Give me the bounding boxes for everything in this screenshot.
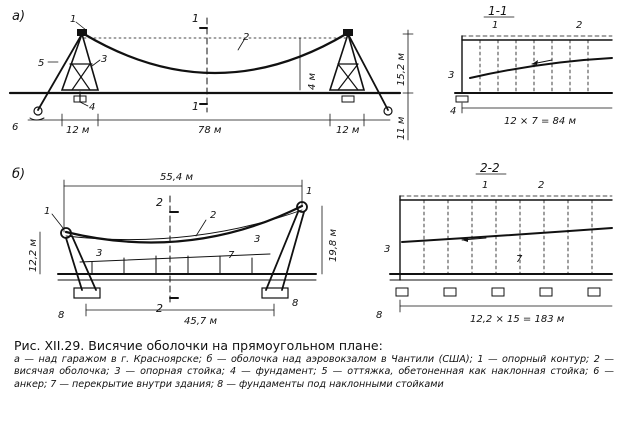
callout-b-8-right: 8 (292, 298, 298, 309)
section-mark-1-top: 1 (192, 12, 199, 25)
panel-a-elevation: а) (8, 9, 414, 141)
anchor (33, 106, 43, 116)
dim-span-78m: 78 м (198, 125, 222, 136)
callout-s2-3: 3 (384, 244, 390, 255)
dim-right-12m: 12 м (336, 125, 360, 136)
dim-height: 15,2 м (396, 53, 407, 86)
callout-a-1: 1 (70, 14, 76, 25)
dim-depth: 11 м (396, 116, 407, 140)
callout-s2-2: 2 (538, 180, 544, 191)
callout-a-3: 3 (101, 54, 107, 65)
callout-b-2: 2 (210, 210, 216, 221)
section-mark-1-bottom: 1 (192, 100, 199, 113)
foundation-right (261, 287, 289, 299)
callout-b-3-left: 3 (96, 248, 102, 259)
callout-s1-1: 1 (492, 20, 498, 31)
callout-b-8-left: 8 (58, 310, 64, 321)
caption-legend: а — над гаражом в г. Красноярске; б — об… (14, 354, 614, 390)
panel-b-elevation: б) 55,4 м 12,2 м 19,8 м (12, 167, 339, 327)
callout-a-4: 4 (89, 102, 95, 113)
panel-a-label: а) (12, 9, 25, 24)
dim-left-12m: 12 м (66, 125, 90, 136)
dim-right-h: 19,8 м (328, 229, 339, 262)
callout-a-6: 6 (12, 122, 18, 133)
dim-bottom-45m: 45,7 м (184, 316, 217, 327)
dim-sag: 4 м (307, 72, 318, 90)
left-support (29, 29, 100, 121)
caption-title: Рис. XII.29. Висячие оболочки на прямоуг… (14, 338, 383, 353)
callout-s1-3: 3 (448, 70, 454, 81)
dim-top-55m: 55,4 м (160, 172, 193, 183)
figure-caption: Рис. XII.29. Висячие оболочки на прямоуг… (14, 338, 614, 391)
support-contour-node (77, 29, 87, 36)
right-support (328, 29, 393, 116)
callout-s1-4: 4 (450, 106, 456, 117)
structural-diagram: а) (8, 4, 613, 327)
hanging-shell-curve (82, 32, 348, 75)
section-2-2: 2-2 12,2 × 15 = 183 м 1 (376, 161, 613, 325)
section-1-1-dim: 12 × 7 = 84 м (504, 116, 576, 127)
callout-s1-2: 2 (576, 20, 582, 31)
section-1-1-title: 1-1 (488, 4, 508, 18)
callout-s2-1: 1 (482, 180, 488, 191)
callout-b-1-right: 1 (306, 186, 312, 197)
callout-b-3-right: 3 (254, 234, 260, 245)
callout-b-7: 7 (228, 250, 235, 261)
callout-a-5: 5 (38, 58, 44, 69)
callout-s2-8: 8 (376, 310, 382, 321)
section-mark-2-bottom: 2 (156, 302, 163, 315)
callout-a-2: 2 (243, 32, 249, 43)
section-mark-2-top: 2 (156, 196, 163, 209)
dim-left-h: 12,2 м (28, 239, 39, 272)
hanging-shell-curve-b (64, 204, 304, 244)
section-1-1: 1-1 12 × 7 = 84 м 1 2 3 4 (448, 4, 613, 127)
section-2-2-title: 2-2 (480, 161, 500, 175)
panel-b-label: б) (12, 167, 25, 182)
callout-b-1-left: 1 (44, 206, 50, 217)
section-2-2-dim: 12,2 × 15 = 183 м (470, 314, 565, 325)
foundation-left (73, 287, 101, 299)
support-contour-node-b-right (296, 201, 308, 213)
callout-s2-7: 7 (516, 254, 523, 265)
